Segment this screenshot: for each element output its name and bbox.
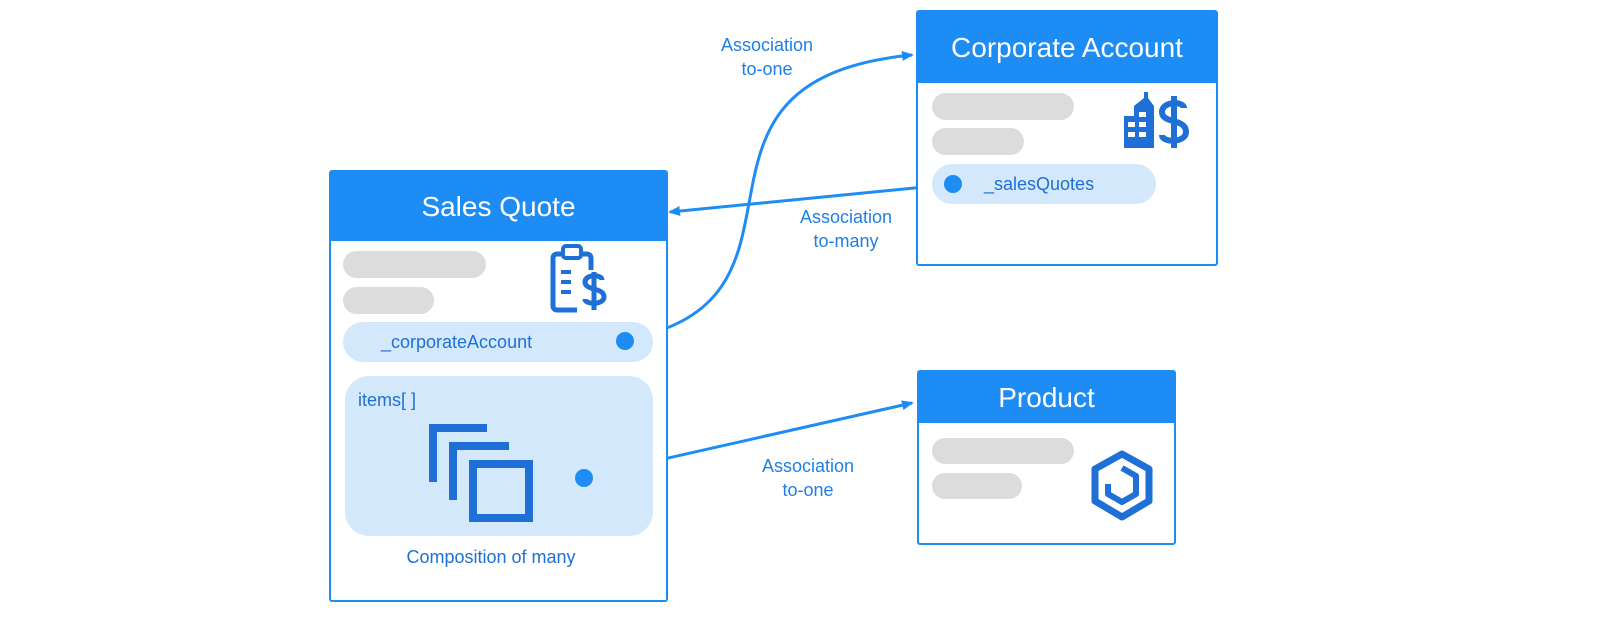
connector-dot[interactable] [616,332,634,350]
association-label-line: Association [720,35,814,55]
association-label-account-to-quotes: Association to-many [785,205,907,253]
association-label-quote-to-account: Association to-one [706,33,828,81]
field-label: _salesQuotes [984,173,1095,194]
association-label-line: to-one [782,480,834,500]
entity-header: Product [919,372,1174,423]
placeholder-bar [932,473,1022,499]
entity-product[interactable]: Product [917,370,1176,545]
items-collection[interactable] [345,376,653,536]
building-dollar-icon [1124,92,1190,148]
placeholder-bar [932,93,1074,120]
association-label-items-to-product: Association to-one [747,454,869,502]
stacked-cards-icon [429,424,533,522]
association-label-line: to-many [813,231,879,251]
items-label: items[ ] [358,390,417,410]
clipboard-dollar-icon [550,244,607,314]
placeholder-bar [932,438,1074,464]
hexagon-product-icon [1091,450,1153,521]
placeholder-bar [343,287,434,314]
field-label: _corporateAccount [381,331,533,352]
entity-title: Product [998,381,1095,413]
connector-account-to-quotes [668,182,956,216]
entity-title: Sales Quote [421,190,576,222]
association-label-line: to-one [741,59,793,79]
connector-dot[interactable] [575,469,593,487]
entity-header: Corporate Account [918,12,1216,83]
placeholder-bar [932,128,1024,155]
field-sales-quotes[interactable]: _salesQuotes [932,164,1156,204]
association-label-line: Association [761,456,855,476]
entity-corporate-account[interactable]: Corporate Account _salesQuotes [916,10,1218,266]
connector-dot[interactable] [944,175,962,193]
association-label-line: Association [799,207,893,227]
entity-header: Sales Quote [331,172,666,241]
field-corporate-account[interactable]: _corporateAccount [343,322,653,362]
entity-sales-quote[interactable]: Sales Quote _corporateAccount items[ ] C… [329,170,668,602]
placeholder-bar [343,251,486,278]
entity-title: Corporate Account [951,31,1183,63]
composition-label: Composition of many [406,547,576,567]
connector-quote-to-account [626,50,914,341]
